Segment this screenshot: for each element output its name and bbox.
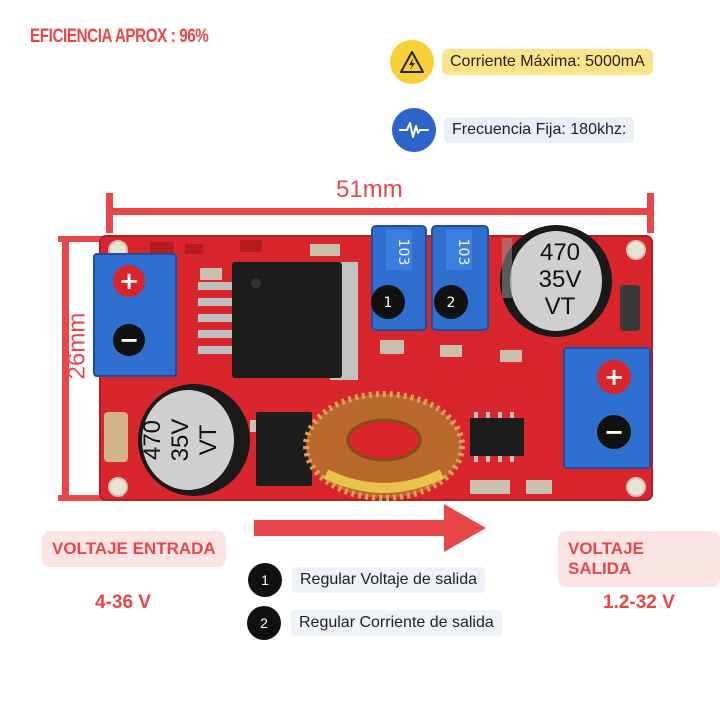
- input-capacitor-line1: 470: [139, 420, 166, 460]
- input-minus-sign: −: [119, 326, 139, 354]
- potentiometer-1-value: 103: [395, 239, 411, 266]
- input-plus-sign: +: [119, 267, 139, 295]
- legend-number-1: 1: [248, 563, 282, 597]
- legend-text-2: Regular Corriente de salida: [291, 610, 502, 636]
- schottky-diode: [256, 412, 312, 486]
- output-voltage-range: 1.2-32 V: [603, 592, 675, 613]
- input-capacitor: [138, 384, 250, 496]
- smd-capacitor-left: [104, 412, 128, 462]
- input-voltage-range: 4-36 V: [95, 592, 151, 613]
- max-current-label: Corriente Máxima: 5000mA: [442, 49, 653, 75]
- height-dimension-line: [58, 236, 104, 501]
- output-terminal-block: [563, 347, 651, 469]
- output-capacitor-line1: 470: [540, 239, 580, 266]
- flow-arrow: [254, 504, 486, 552]
- input-capacitor-line2: 35V: [167, 419, 194, 462]
- input-voltage-title: VOLTAJE ENTRADA: [42, 531, 226, 567]
- output-minus-sign: −: [604, 418, 624, 446]
- width-dimension-line: [106, 193, 654, 233]
- pot-marker-1: [371, 285, 405, 319]
- frequency-label: Frecuencia Fija: 180khz:: [444, 117, 635, 143]
- input-capacitor-line3: VT: [195, 424, 222, 455]
- output-capacitor: [500, 225, 612, 337]
- pot-marker-2: [434, 285, 468, 319]
- efficiency-label: EFICIENCIA APROX : 96%: [30, 26, 209, 47]
- pot-marker-1-label: 1: [384, 295, 393, 311]
- potentiometer-2-value: 103: [455, 239, 471, 266]
- warning-bolt-icon: [390, 40, 434, 84]
- width-dimension-label: 51mm: [336, 176, 403, 203]
- waveform-icon: [392, 108, 436, 152]
- pot-marker-2-label: 2: [447, 295, 456, 311]
- input-terminal-block: [93, 253, 177, 377]
- legend-text-1: Regular Voltaje de salida: [292, 567, 486, 593]
- toroid-inductor: [303, 391, 465, 501]
- legend-item-2: 2 Regular Corriente de salida: [247, 606, 502, 640]
- regulator-ic: [198, 262, 358, 380]
- output-voltage-title: VOLTAJE SALIDA: [558, 531, 720, 587]
- output-capacitor-line3: VT: [545, 293, 576, 320]
- spec-frequency: Frecuencia Fija: 180khz:: [392, 108, 635, 152]
- control-ic: [470, 412, 524, 462]
- legend-number-2: 2: [247, 606, 281, 640]
- spec-max-current: Corriente Máxima: 5000mA: [390, 40, 653, 84]
- smd-capacitor-right: [620, 285, 640, 331]
- output-plus-sign: +: [604, 363, 624, 391]
- legend-item-1: 1 Regular Voltaje de salida: [248, 563, 486, 597]
- output-capacitor-line2: 35V: [539, 266, 582, 293]
